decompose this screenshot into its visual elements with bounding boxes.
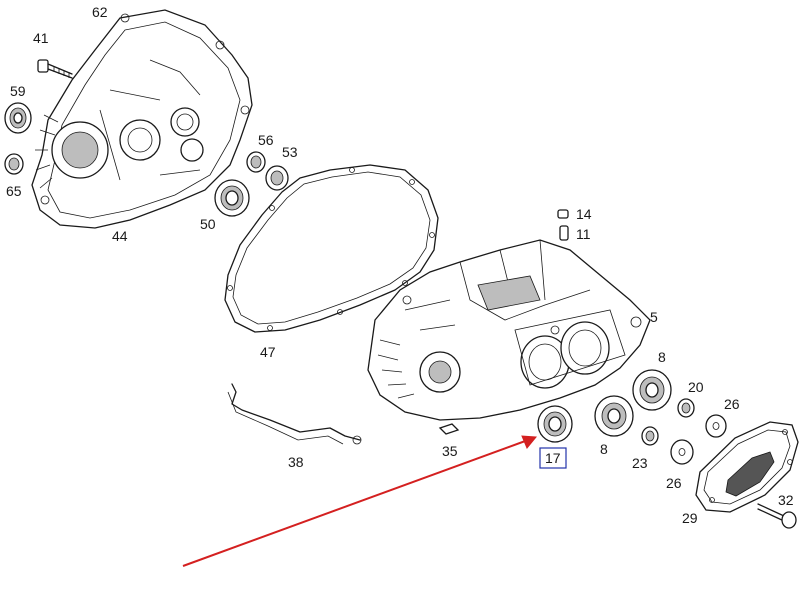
plug-23 xyxy=(641,426,659,446)
callout-62: 62 xyxy=(92,4,108,20)
plug-20 xyxy=(677,398,695,418)
pin-11 xyxy=(559,225,569,241)
callout-53: 53 xyxy=(282,144,298,160)
callout-29: 29 xyxy=(682,510,698,526)
callout-47: 47 xyxy=(260,344,276,360)
bearing-50 xyxy=(214,179,250,217)
callout-17: 17 xyxy=(545,450,561,466)
callout-17-highlight-box xyxy=(539,447,567,469)
bracket-38 xyxy=(227,383,362,445)
callout-11: 11 xyxy=(576,226,591,242)
red-pointer-arrow xyxy=(182,435,537,567)
bolt-32 xyxy=(757,503,797,529)
callout-59: 59 xyxy=(10,83,26,99)
block-35 xyxy=(438,423,460,435)
seal-17 xyxy=(537,405,573,443)
callout-41: 41 xyxy=(33,30,49,46)
callout-23: 23 xyxy=(632,455,648,471)
callout-8-lower: 8 xyxy=(600,441,608,457)
callout-38: 38 xyxy=(288,454,304,470)
bearing-8-lower xyxy=(594,395,634,437)
callout-26-lower: 26 xyxy=(666,475,682,491)
callout-56: 56 xyxy=(258,132,274,148)
sleeve-14 xyxy=(557,209,569,219)
front-housing-44 xyxy=(31,9,253,229)
callout-14: 14 xyxy=(576,206,592,222)
callout-32: 32 xyxy=(778,492,794,508)
callout-50: 50 xyxy=(200,216,216,232)
bearing-56 xyxy=(246,151,266,173)
gasket-47 xyxy=(224,164,439,333)
seal-65 xyxy=(4,153,24,175)
seal-59 xyxy=(4,102,32,134)
cover-29 xyxy=(695,421,799,513)
bearing-53 xyxy=(265,165,289,191)
callout-labels: 62 41 59 65 44 56 53 50 14 11 47 5 8 20 … xyxy=(6,4,794,526)
callout-35: 35 xyxy=(442,443,458,459)
bolt-41 xyxy=(37,59,73,79)
callout-26-upper: 26 xyxy=(724,396,740,412)
washer-26-upper xyxy=(705,414,727,438)
callout-44: 44 xyxy=(112,228,128,244)
callout-65: 65 xyxy=(6,183,22,199)
callout-5: 5 xyxy=(650,309,658,325)
washer-26-lower xyxy=(670,439,694,465)
bearing-8-upper xyxy=(632,369,672,411)
main-housing-5 xyxy=(367,239,651,421)
callout-20: 20 xyxy=(688,379,704,395)
callout-8-upper: 8 xyxy=(658,349,666,365)
